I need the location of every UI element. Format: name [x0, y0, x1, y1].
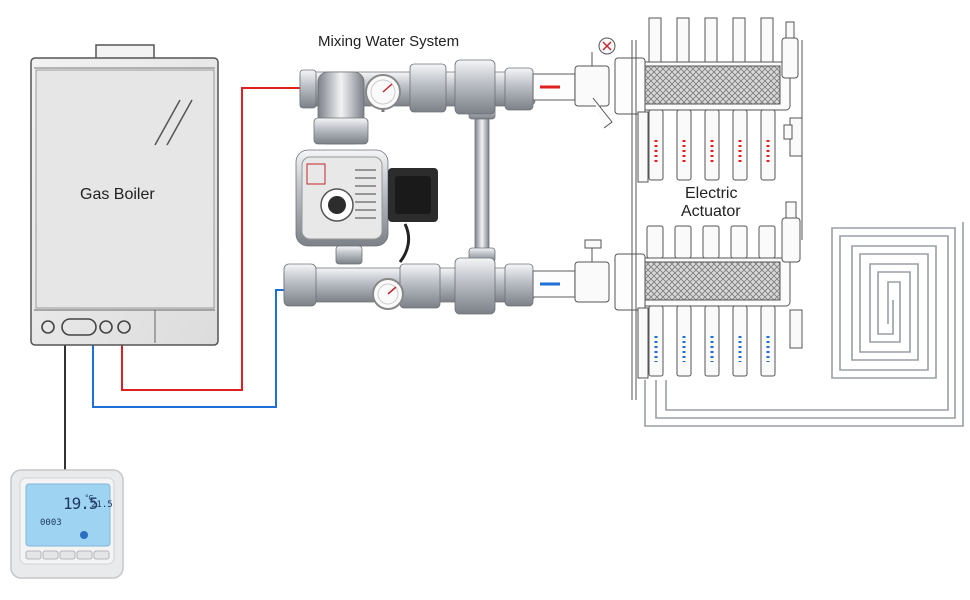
gas-boiler-label: Gas Boiler: [80, 186, 155, 203]
valve-icon: [574, 239, 610, 303]
gauge-icon: [372, 278, 404, 310]
mixing-water-system: [283, 59, 536, 315]
actuator-heads: [646, 225, 776, 259]
boiler-controls: [41, 318, 131, 336]
gauge-icon: [365, 74, 401, 112]
thermostat-lcd: [25, 483, 111, 547]
outlets-top: [648, 109, 776, 181]
flow-meters-top: [648, 17, 774, 63]
thermostat-temperature: 19.5: [63, 494, 99, 513]
manifold-connectors: [532, 73, 576, 298]
actuator-label-line2: Actuator: [681, 203, 741, 220]
thermostat-buttons: [25, 550, 110, 560]
pump-icon: [295, 149, 438, 265]
floor-loop-icon: [644, 222, 964, 427]
supply-pipe: [121, 87, 300, 391]
return-indicators: [654, 336, 770, 362]
thermostat-icon: [10, 469, 124, 579]
manifold-icon: [574, 17, 803, 400]
thermostat-setpoint: 21.5: [91, 500, 113, 510]
actuator-label-line1: Electric: [685, 185, 738, 202]
gas-boiler-icon: [30, 44, 219, 346]
supply-indicators: [654, 140, 770, 165]
valve-icon: [574, 37, 616, 129]
mixing-system-label: Mixing Water System: [318, 33, 460, 50]
thermostat-clock: 0003: [40, 518, 62, 528]
thermostat-unit: °C: [85, 494, 94, 502]
